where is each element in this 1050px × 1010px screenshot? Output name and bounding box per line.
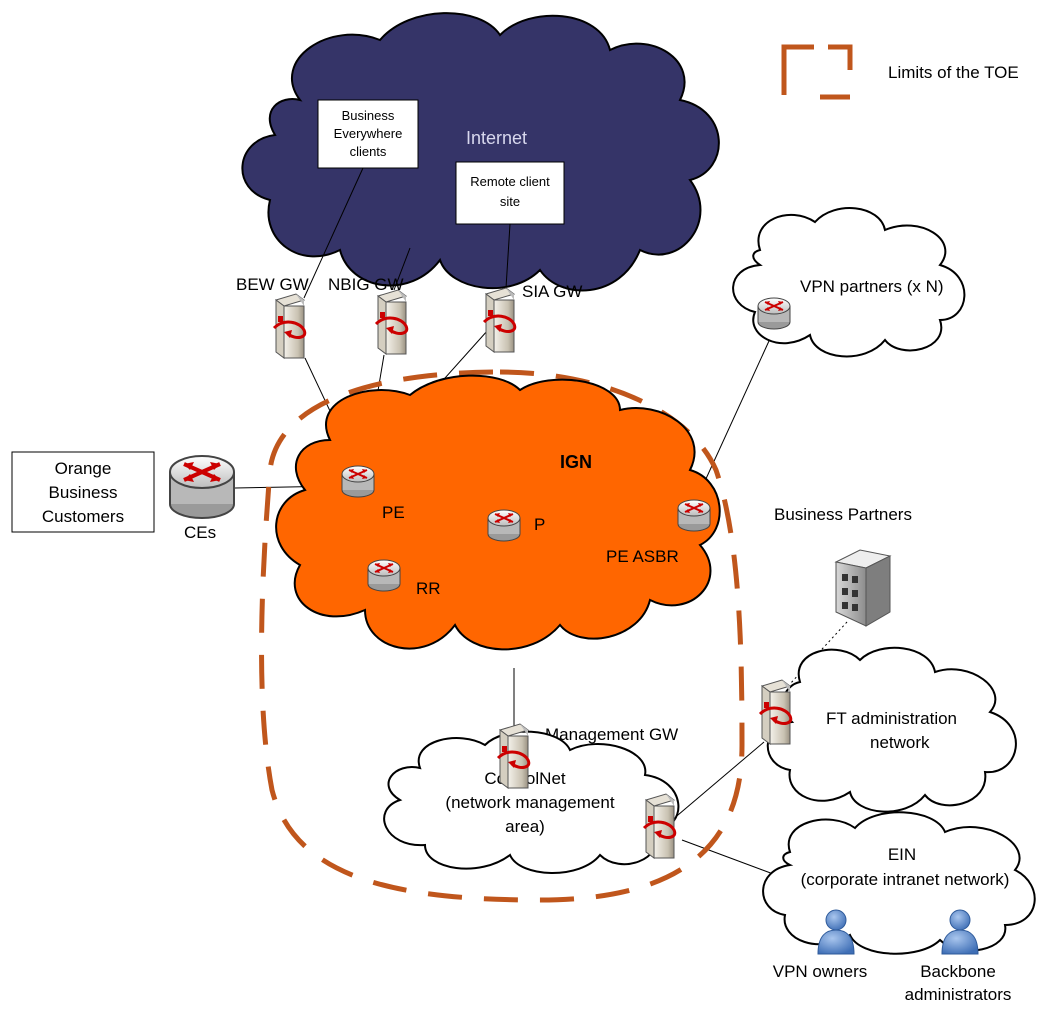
bew-clients-line-3: clients [350, 144, 387, 159]
ft-admin-line-1: FT administration [826, 709, 957, 728]
bew-gw-label: BEW GW [236, 275, 309, 294]
management-gw-label: Management GW [545, 725, 678, 744]
remote-site-line-2: site [500, 194, 520, 209]
legend: Limits of the TOE [781, 44, 1019, 100]
vpn-partners-label: VPN partners (x N) [800, 277, 944, 296]
rr-router-icon[interactable] [367, 559, 401, 592]
backbone-admins-line-2: administrators [905, 985, 1012, 1004]
nbig-gw-label: NBIG GW [328, 275, 404, 294]
customers-line-3: Customers [42, 507, 124, 526]
toe-boundary [259, 369, 745, 903]
bew-clients-line-2: Everywhere [334, 126, 403, 141]
customers-line-1: Orange [55, 459, 112, 478]
remote-site-line-1: Remote client [470, 174, 550, 189]
ces-router-icon[interactable] [168, 454, 236, 520]
pe-router-icon[interactable] [341, 465, 375, 498]
rr-label: RR [416, 579, 441, 598]
internet-cloud [241, 12, 720, 292]
building-icon [834, 549, 892, 627]
controlnet-line-3: area) [505, 817, 545, 836]
ign-label: IGN [560, 452, 592, 472]
business-partners-label: Business Partners [774, 505, 912, 524]
toe-legend-icon [781, 44, 853, 100]
vpn-partners-cloud [732, 207, 966, 358]
customers-line-2: Business [49, 483, 118, 502]
pe-asbr-router-icon[interactable] [677, 499, 711, 532]
p-router-icon[interactable] [487, 509, 521, 542]
ft-admin-cloud [766, 646, 1017, 813]
bew-clients-line-1: Business [342, 108, 395, 123]
ft-admin-line-2: network [870, 733, 930, 752]
bew-clients-box [317, 99, 419, 169]
vpn-partner-router-icon[interactable] [757, 297, 791, 330]
sia-gw-label: SIA GW [522, 282, 582, 301]
bew-gw-server-icon[interactable] [272, 292, 307, 360]
controlnet-line-2: (network management [445, 793, 614, 812]
sia-gw-server-icon[interactable] [482, 286, 517, 354]
pe-asbr-label: PE ASBR [606, 547, 679, 566]
legend-label: Limits of the TOE [888, 63, 1019, 82]
ft-admin-gw-server-icon[interactable] [758, 678, 793, 746]
pe-label: PE [382, 503, 405, 522]
p-label: P [534, 515, 545, 534]
controlnet-cloud [383, 730, 680, 874]
remote-site-box [455, 161, 565, 225]
ein-line-2: (corporate intranet network) [801, 870, 1010, 889]
ces-label: CEs [184, 523, 216, 542]
internet-label: Internet [466, 128, 527, 148]
nbig-gw-server-icon[interactable] [374, 288, 409, 356]
ein-line-1: EIN [888, 845, 916, 864]
backbone-admins-line-1: Backbone [920, 962, 996, 981]
customers-box [11, 451, 155, 533]
vpn-owners-label: VPN owners [773, 962, 867, 981]
